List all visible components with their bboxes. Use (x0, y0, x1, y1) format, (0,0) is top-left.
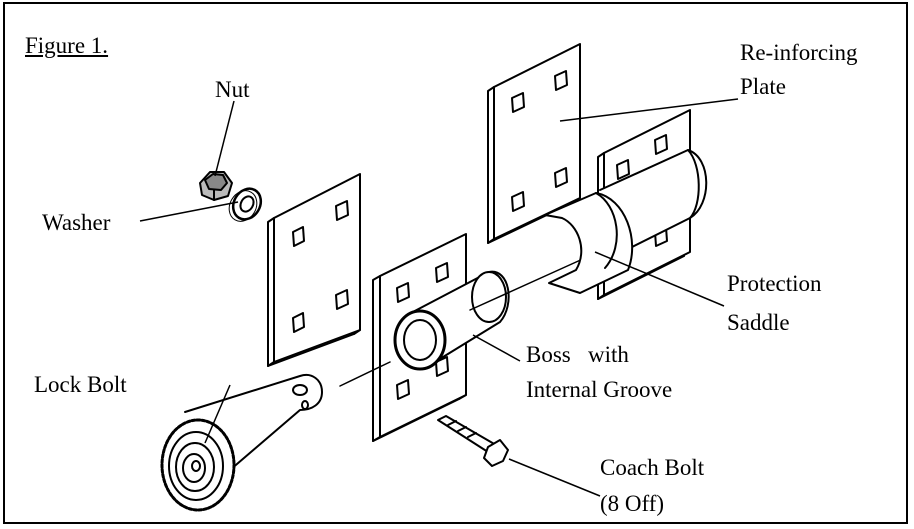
label-boss-line1: Boss with (526, 342, 629, 367)
label-washer: Washer (42, 210, 111, 235)
label-nut: Nut (215, 77, 250, 102)
label-saddle-line2: Saddle (727, 310, 790, 335)
washer-part (228, 187, 263, 222)
boss-cylinder-part (393, 270, 510, 371)
label-saddle-line1: Protection (727, 271, 822, 296)
protection-saddle-part (544, 192, 634, 294)
back-plate-part (267, 173, 361, 367)
figure-title-text: Figure 1. (25, 33, 109, 58)
label-reinforcing-line1: Re-inforcing (740, 40, 858, 65)
nut-part (199, 171, 233, 201)
label-boss-line2: Internal Groove (526, 377, 673, 402)
label-coach-bolt-line2: (8 Off) (600, 491, 665, 516)
label-lock-bolt: Lock Bolt (34, 372, 127, 397)
lock-bolt-part (160, 374, 323, 512)
label-reinforcing-line2: Plate (740, 74, 786, 99)
coach-bolt-part (437, 415, 509, 467)
reinforcing-plate-part (487, 43, 581, 244)
label-coach-bolt-line1: Coach Bolt (600, 455, 705, 480)
